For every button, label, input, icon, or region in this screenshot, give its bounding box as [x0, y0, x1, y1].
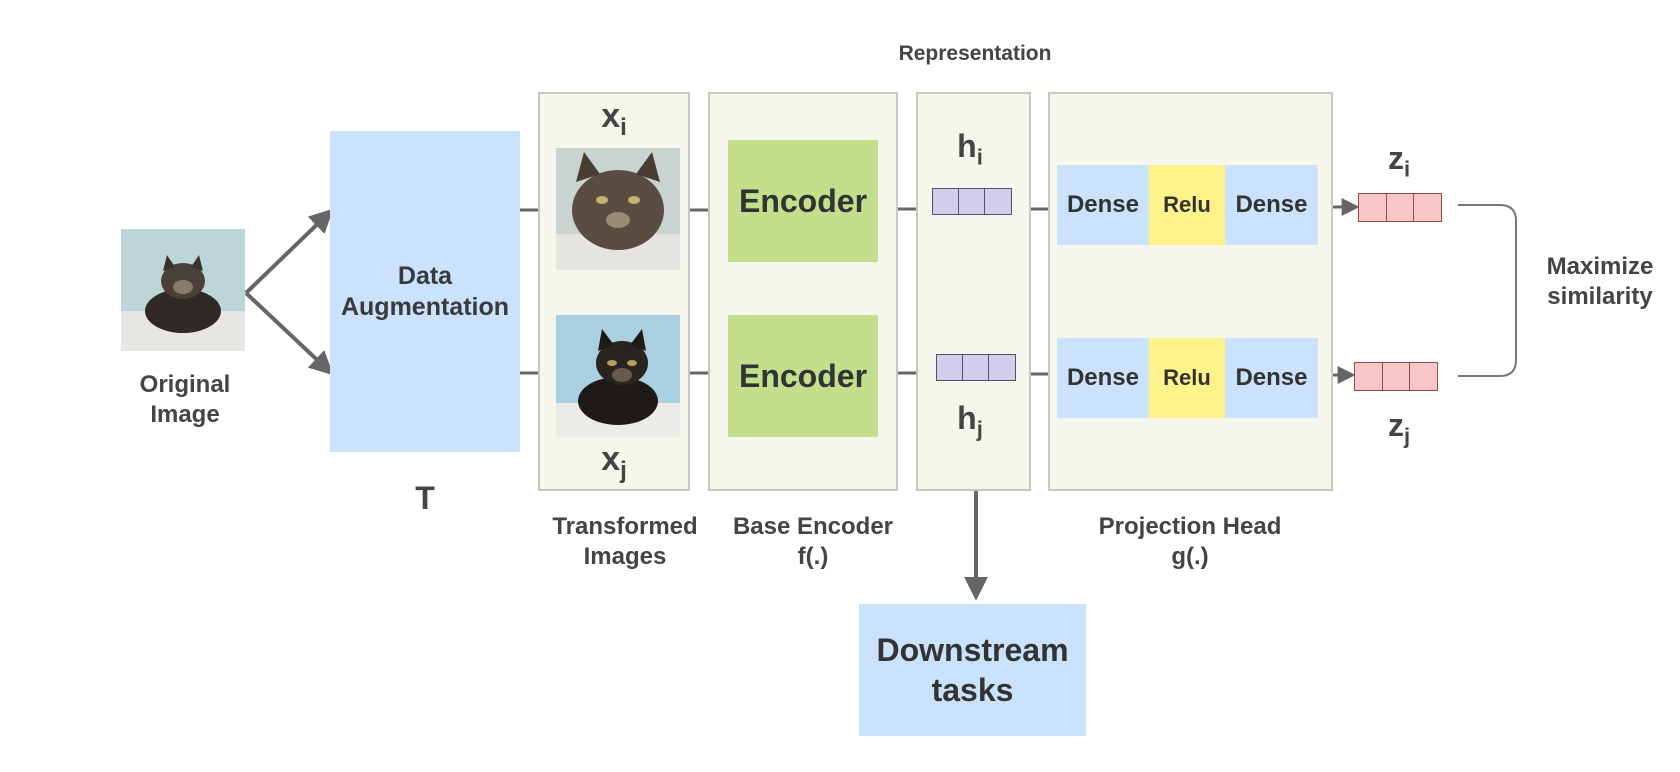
dense-label: Dense — [1066, 364, 1140, 391]
transformed-image-top — [556, 148, 680, 270]
relu-label: Relu — [1163, 365, 1211, 390]
representation-label: Representation — [898, 42, 1052, 65]
dense-label: Dense — [1066, 191, 1140, 218]
downstream-tasks-block: Downstream tasks — [859, 604, 1086, 736]
vector-cell — [1354, 362, 1383, 391]
vector-cell — [932, 188, 960, 215]
vector-cell — [1409, 362, 1438, 391]
z-i-label: zi — [1374, 140, 1424, 182]
representation-vector-h-j — [936, 354, 1017, 381]
dense-label: Dense — [1235, 191, 1308, 218]
original-image-label: Original Image — [139, 371, 231, 428]
relu-block-top: Relu — [1149, 165, 1225, 245]
transformed-image-bottom — [556, 315, 680, 437]
h-i-base: h — [957, 128, 977, 164]
cat-crop-photo-icon — [556, 148, 680, 270]
cat-photo-icon — [121, 229, 245, 351]
h-i-sub: i — [976, 144, 983, 170]
h-j-base: h — [957, 400, 977, 436]
base-encoder-label: Base Encoder f(.) — [732, 513, 894, 570]
arrow-to-augmentation-bottom — [244, 291, 334, 376]
z-j-label: zj — [1374, 407, 1424, 449]
augmentation-symbol: T — [415, 480, 435, 516]
vector-cell — [936, 354, 964, 381]
z-i-base: z — [1387, 140, 1404, 176]
vector-cell — [1385, 193, 1415, 222]
x-i-sub: i — [620, 113, 627, 141]
h-j-sub: j — [976, 416, 983, 442]
vector-cell — [988, 354, 1017, 381]
representation-vector-h-i — [932, 188, 1013, 215]
x-j-sub: j — [620, 456, 627, 484]
projection-vector-z-i — [1358, 193, 1442, 222]
z-j-sub: j — [1403, 423, 1411, 449]
x-j-base: x — [601, 440, 621, 478]
vector-cell — [1413, 193, 1442, 222]
encoder-block-top: Encoder — [728, 140, 878, 262]
data-augmentation-block: Data Augmentation — [330, 131, 520, 452]
cat-color-jitter-photo-icon — [556, 315, 680, 437]
encoder-top-label: Encoder — [738, 182, 868, 219]
vector-cell — [1358, 193, 1387, 222]
dense-block-bottom-right: Dense — [1225, 338, 1318, 418]
representation-panel — [916, 92, 1031, 491]
h-j-label: hj — [945, 400, 995, 442]
projection-vector-z-j — [1354, 362, 1438, 391]
projection-head-panel — [1048, 92, 1333, 491]
arrow-to-augmentation-top — [244, 208, 334, 295]
z-i-sub: i — [1403, 156, 1411, 182]
transformed-images-label: Transformed Images — [552, 513, 698, 570]
vector-cell — [958, 188, 986, 215]
h-i-label: hi — [945, 128, 995, 170]
x-i-base: x — [601, 97, 621, 135]
x-j-label: xj — [588, 440, 640, 485]
vector-cell — [1381, 362, 1411, 391]
dense-block-top-left: Dense — [1057, 165, 1149, 245]
original-cat-image — [121, 229, 245, 351]
dense-block-bottom-left: Dense — [1057, 338, 1149, 418]
data-augmentation-label: Data Augmentation — [340, 261, 510, 321]
encoder-bottom-label: Encoder — [738, 357, 868, 394]
z-j-base: z — [1387, 407, 1404, 443]
vector-cell — [984, 188, 1013, 215]
maximize-similarity-label: Maximize similarity — [1546, 253, 1654, 310]
relu-label: Relu — [1163, 192, 1211, 217]
x-i-label: xi — [588, 97, 640, 142]
dense-block-top-right: Dense — [1225, 165, 1318, 245]
encoder-block-bottom: Encoder — [728, 315, 878, 437]
dense-label: Dense — [1235, 364, 1308, 391]
downstream-tasks-label: Downstream tasks — [876, 632, 1069, 708]
similarity-bracket — [1458, 204, 1517, 377]
vector-cell — [962, 354, 990, 381]
relu-block-bottom: Relu — [1149, 338, 1225, 418]
projection-head-label: Projection Head g(.) — [1098, 513, 1282, 570]
